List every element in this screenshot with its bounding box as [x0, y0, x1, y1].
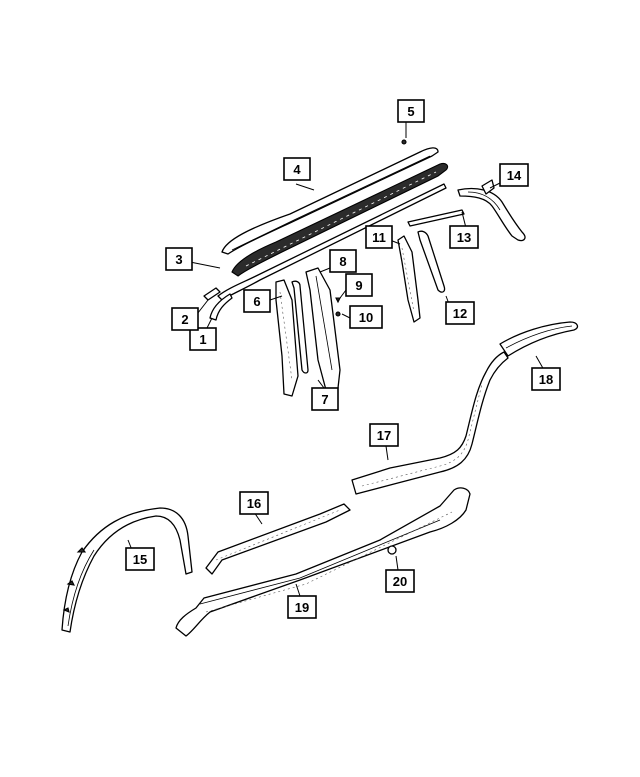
callout-18-label: 18	[539, 372, 553, 387]
callout-9: 9	[345, 273, 373, 297]
callout-15-label: 15	[133, 552, 147, 567]
part-6-pillar-applique	[275, 279, 299, 397]
part-14-end-cap	[481, 179, 495, 195]
callout-11: 11	[365, 225, 393, 249]
callout-19-label: 19	[295, 600, 309, 615]
callout-19: 19	[287, 595, 317, 619]
parts-drawing	[61, 139, 579, 637]
part-20-plug	[387, 545, 397, 555]
part-18-rear-flare	[499, 321, 579, 357]
part-13-inner-strip	[407, 209, 465, 227]
part-10-nut	[335, 311, 341, 317]
callout-16: 16	[239, 491, 269, 515]
part-17-body-molding	[351, 351, 509, 495]
callout-17-label: 17	[377, 428, 391, 443]
callout-3-label: 3	[175, 252, 182, 267]
callout-16-label: 16	[247, 496, 261, 511]
part-9-screw	[335, 297, 341, 304]
callout-18: 18	[531, 367, 561, 391]
callout-6: 6	[243, 289, 271, 313]
callout-4: 4	[283, 157, 311, 181]
callout-2-label: 2	[181, 312, 188, 327]
callout-20: 20	[385, 569, 415, 593]
callout-9-label: 9	[355, 278, 362, 293]
callout-12-label: 12	[453, 306, 467, 321]
callout-3: 3	[165, 247, 193, 271]
callout-1: 1	[189, 327, 217, 351]
callout-5-label: 5	[407, 104, 414, 119]
callout-4-label: 4	[293, 162, 301, 177]
callout-10: 10	[349, 305, 383, 329]
part-7-thin-strip	[291, 280, 309, 374]
callout-14: 14	[499, 163, 529, 187]
callout-13-label: 13	[457, 230, 471, 245]
part-5-clip	[401, 139, 407, 145]
part-4-retainer	[231, 162, 449, 277]
callout-5: 5	[397, 99, 425, 123]
callout-1-label: 1	[199, 332, 206, 347]
part-13-rear-molding	[457, 187, 526, 242]
part-12-trim-strip	[417, 230, 446, 293]
callout-2: 2	[171, 307, 199, 331]
part-11-pillar-applique	[397, 235, 421, 323]
callout-12: 12	[445, 301, 475, 325]
callout-7: 7	[311, 387, 339, 411]
callouts: 1 2 3 4 5 6 7 8	[125, 99, 561, 619]
callout-11-label: 11	[372, 230, 386, 245]
callout-7-label: 7	[321, 392, 328, 407]
callout-8: 8	[329, 249, 357, 273]
part-4-roof-molding	[221, 147, 439, 255]
callout-17: 17	[369, 423, 399, 447]
callout-8-label: 8	[339, 254, 346, 269]
part-8-pillar-applique	[305, 267, 341, 391]
part-2-pad	[203, 287, 221, 301]
callout-15: 15	[125, 547, 155, 571]
callout-20-label: 20	[393, 574, 407, 589]
part-19-rocker-molding	[175, 487, 471, 637]
callout-6-label: 6	[253, 294, 260, 309]
callout-13: 13	[449, 225, 479, 249]
callout-10-label: 10	[359, 310, 373, 325]
callout-14-label: 14	[507, 168, 522, 183]
part-16-door-molding	[205, 503, 351, 575]
part-1-corner	[209, 293, 233, 321]
